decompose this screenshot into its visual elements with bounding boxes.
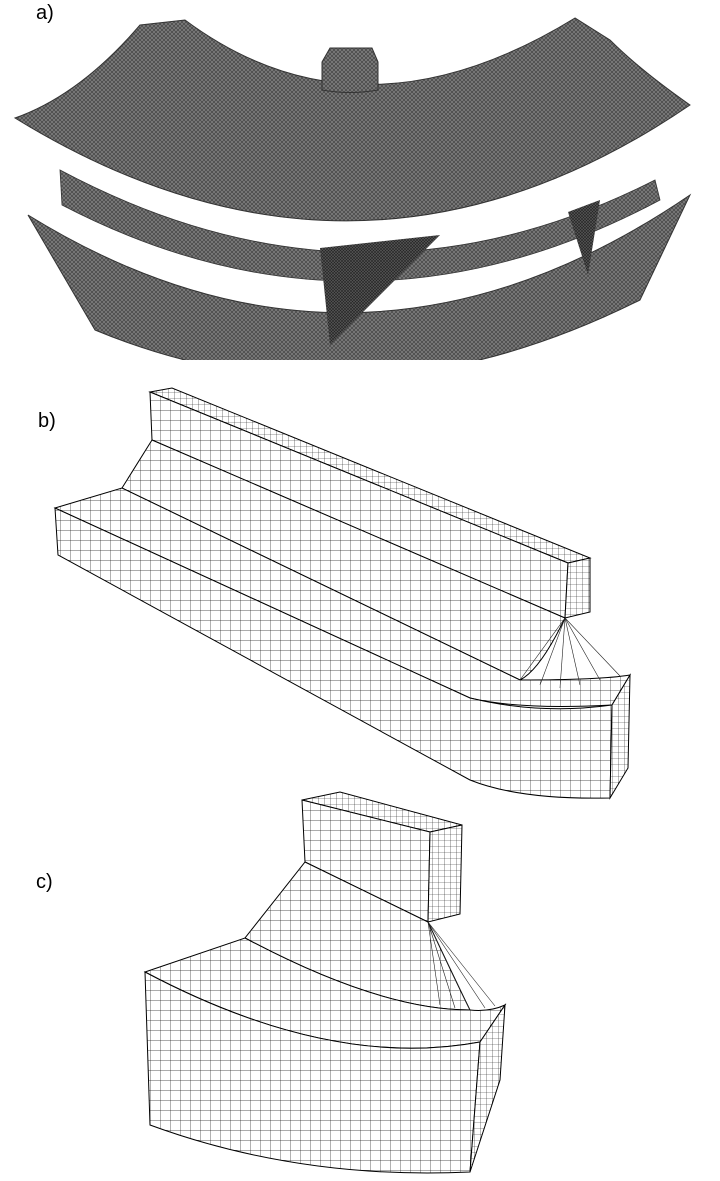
panel-b-hex-mesh — [53, 387, 631, 800]
upper-flange — [13, 17, 691, 222]
stiffener-right — [568, 200, 600, 275]
panel-a-fine-mesh — [13, 17, 692, 360]
stiffener-left — [320, 235, 440, 345]
lower-flange — [27, 193, 692, 360]
flange-end — [609, 673, 631, 800]
radial-fan — [519, 617, 621, 689]
radial-fan — [427, 921, 496, 1011]
rib-end-face — [427, 824, 463, 923]
hub — [321, 47, 379, 93]
flange-end — [469, 1003, 506, 1173]
rib-end-face — [564, 557, 591, 619]
panel-c-hex-mesh — [143, 791, 507, 1174]
panel-label-b: b) — [38, 410, 56, 432]
panel-label-a: a) — [36, 2, 54, 24]
panel-label-c: c) — [36, 871, 53, 893]
web — [59, 169, 661, 282]
